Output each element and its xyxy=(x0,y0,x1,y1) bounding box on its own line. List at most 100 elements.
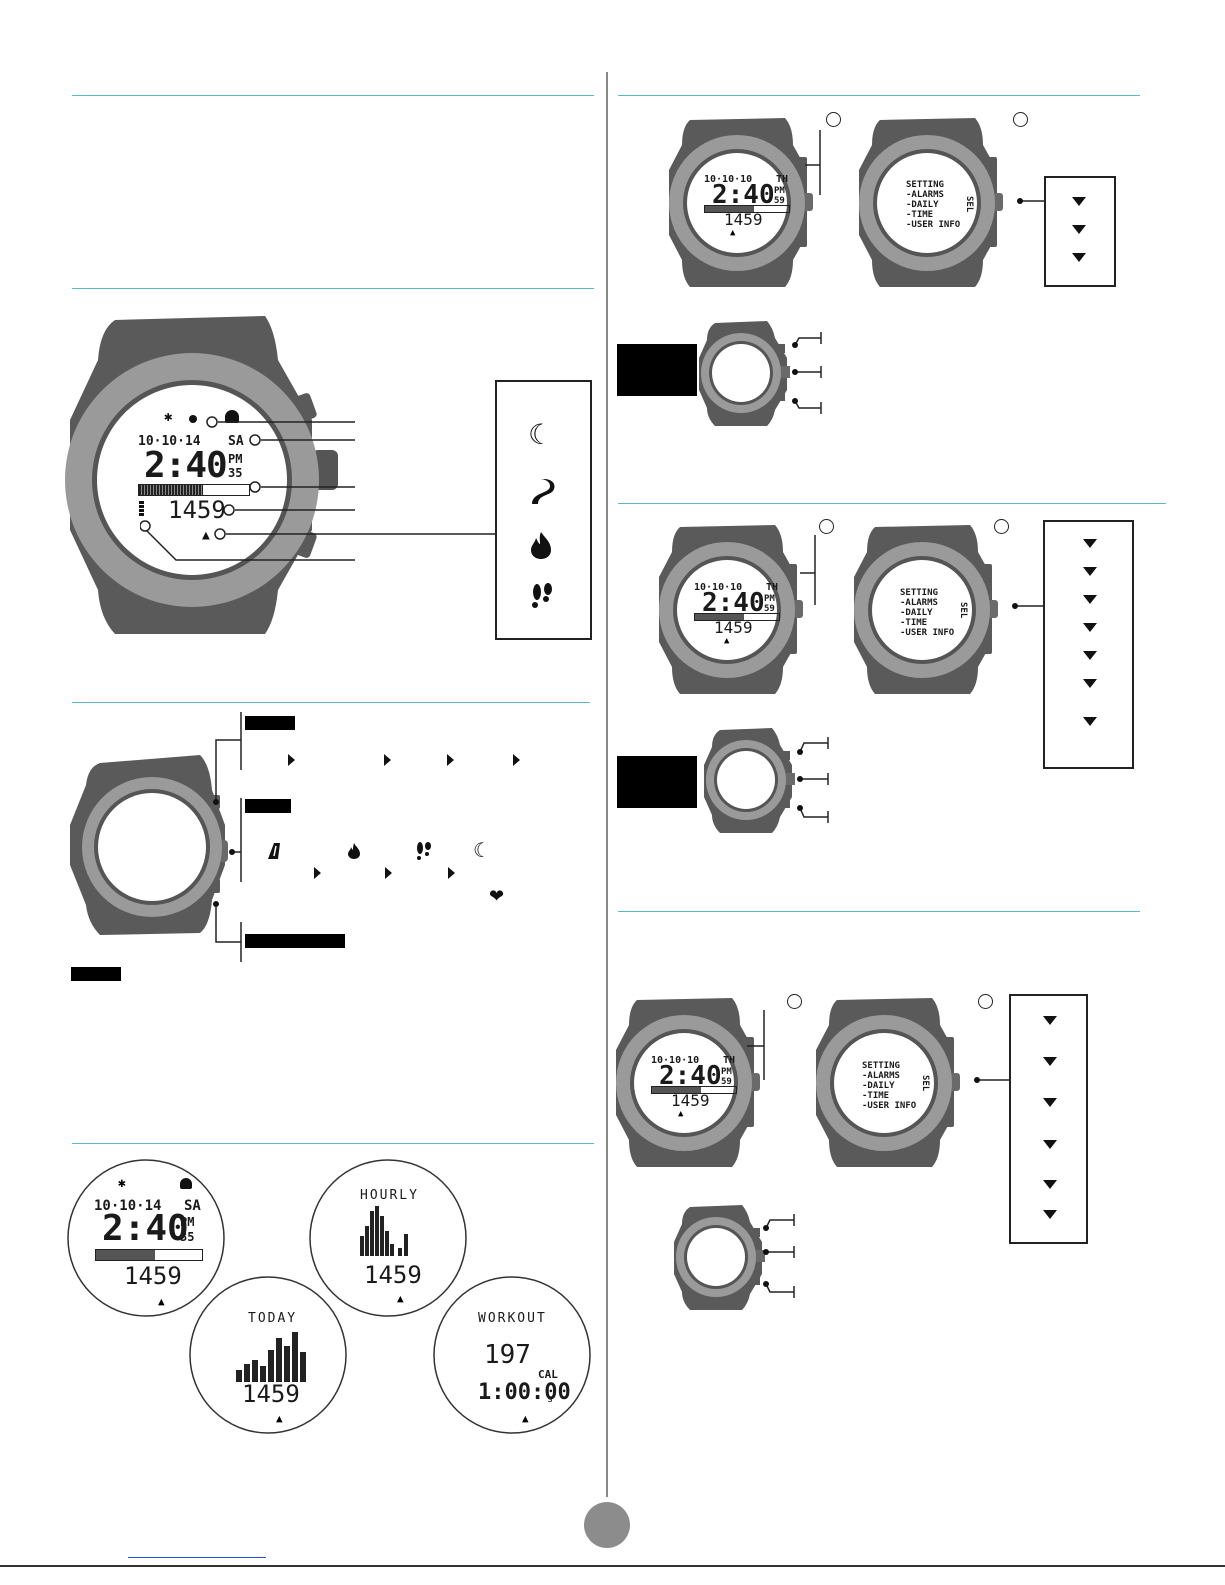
status-dot xyxy=(189,415,197,423)
watch-front-a xyxy=(669,118,813,287)
arrow-down-icon xyxy=(1043,1057,1057,1066)
watch-steps: 1459 xyxy=(168,496,226,524)
step-marker xyxy=(787,994,802,1009)
face-e-steps: 1459 xyxy=(671,1091,710,1110)
menu-b-item: -DAILY xyxy=(906,200,939,210)
section-rule xyxy=(618,503,1166,504)
watch-front-d xyxy=(854,525,998,694)
watch-small-side xyxy=(704,728,829,833)
hourly-steps: 1459 xyxy=(364,1261,422,1289)
face-e-date: 10·10·10 xyxy=(651,1055,700,1066)
screen1-date: 10·10·14 xyxy=(94,1198,162,1214)
moon-icon: ☾ xyxy=(473,838,491,862)
arrow-down-icon xyxy=(1043,1210,1057,1219)
face-e-seconds: 59 xyxy=(721,1077,732,1087)
screen1-seconds: 35 xyxy=(180,1230,195,1244)
flame-icon: ▲ xyxy=(276,1412,283,1425)
face-a-ampm: PM xyxy=(774,186,785,196)
label-box xyxy=(245,934,345,948)
face-a-progress xyxy=(704,205,790,213)
moon-icon: ☾ xyxy=(528,418,554,451)
bell-icon xyxy=(225,410,239,423)
arrow-down-icon xyxy=(1083,717,1097,726)
watch-front-f xyxy=(816,998,960,1167)
menu-f-side: SEL xyxy=(920,1075,930,1092)
section-rule xyxy=(72,95,594,96)
progress-fill xyxy=(139,485,203,495)
section-rule xyxy=(618,95,1140,96)
face-e-day: TH xyxy=(723,1055,736,1066)
arrow-down-icon xyxy=(1083,679,1097,688)
arrow-right-icon xyxy=(314,867,321,879)
bluetooth-icon: ✱ xyxy=(164,409,173,425)
section-rule xyxy=(72,702,590,703)
footprints-icon xyxy=(532,583,552,608)
watch-date: 10·10·14 xyxy=(138,434,201,449)
step-marker xyxy=(819,519,834,534)
step-marker xyxy=(1013,112,1028,127)
arrow-down-icon xyxy=(1083,623,1097,632)
step-marker xyxy=(994,519,1009,534)
today-bar-chart xyxy=(236,1332,306,1382)
menu-d-item: -DAILY xyxy=(900,608,933,618)
watch-side-view xyxy=(70,755,228,935)
footer-link-underline xyxy=(128,1557,266,1558)
flame-icon: ▲ xyxy=(730,228,736,238)
menu-d-side: SEL xyxy=(958,602,968,619)
workout-time: 1:00:00 xyxy=(478,1380,571,1405)
label-box xyxy=(617,344,697,396)
arrow-right-icon xyxy=(448,867,455,879)
connector-line xyxy=(974,1077,1010,1083)
connector-line xyxy=(1012,603,1044,609)
label-box xyxy=(71,967,121,981)
workout-time-suffix: s xyxy=(547,1394,554,1405)
workout-cal-unit: CAL xyxy=(538,1368,558,1381)
heart-icon: ❤ xyxy=(489,886,505,907)
arrow-down-icon xyxy=(1072,253,1086,262)
menu-f-item: -USER INFO xyxy=(862,1101,917,1111)
arrow-right-icon xyxy=(288,754,295,766)
face-a-date: 10·10·10 xyxy=(704,174,753,185)
menu-d-title: SETTING xyxy=(900,588,938,598)
arrow-right-icon xyxy=(385,867,392,879)
arrow-down-icon xyxy=(1072,225,1086,234)
arrow-right-icon xyxy=(447,754,454,766)
menu-f-item: -TIME xyxy=(862,1091,890,1101)
menu-b-side: SEL xyxy=(964,196,974,213)
watch-seconds: 35 xyxy=(228,466,243,480)
watch-front-c xyxy=(659,525,803,694)
menu-b-item: -TIME xyxy=(906,210,934,220)
bracket-line xyxy=(747,1010,765,1080)
face-c-progress xyxy=(694,613,780,621)
label-box xyxy=(245,716,295,730)
arrow-down-icon xyxy=(1083,539,1097,548)
menu-d-item: -ALARMS xyxy=(900,598,938,608)
flame-icon: ▲ xyxy=(158,1295,165,1308)
step-marker xyxy=(826,112,841,127)
activity-indicator xyxy=(139,501,144,517)
arrow-down-icon xyxy=(1043,1098,1057,1107)
screen1-steps: 1459 xyxy=(124,1262,182,1290)
road-icon xyxy=(532,479,555,504)
icon-legend-box xyxy=(495,380,592,640)
arrow-right-icon xyxy=(384,754,391,766)
step-marker xyxy=(978,994,993,1009)
face-c-steps: 1459 xyxy=(714,618,753,637)
road-icon xyxy=(268,843,280,859)
progress-bar xyxy=(138,484,250,496)
nav-bracket-lines xyxy=(213,712,242,962)
menu-f-item: -DAILY xyxy=(862,1081,895,1091)
hourly-bar-chart xyxy=(360,1206,408,1256)
footprints-icon xyxy=(417,842,431,860)
flame-icon: ▲ xyxy=(724,636,730,646)
face-e-ampm: PM xyxy=(721,1067,732,1077)
watch-day: SA xyxy=(228,434,244,449)
page-number-badge xyxy=(584,1502,630,1548)
arrow-down-icon xyxy=(1043,1016,1057,1025)
arrow-down-icon xyxy=(1083,595,1097,604)
menu-b-item: -ALARMS xyxy=(906,190,944,200)
section-rule xyxy=(72,288,594,289)
watch-time: 2:40 xyxy=(144,445,228,486)
connector-line xyxy=(1017,198,1047,204)
arrow-list-box xyxy=(1009,994,1088,1244)
